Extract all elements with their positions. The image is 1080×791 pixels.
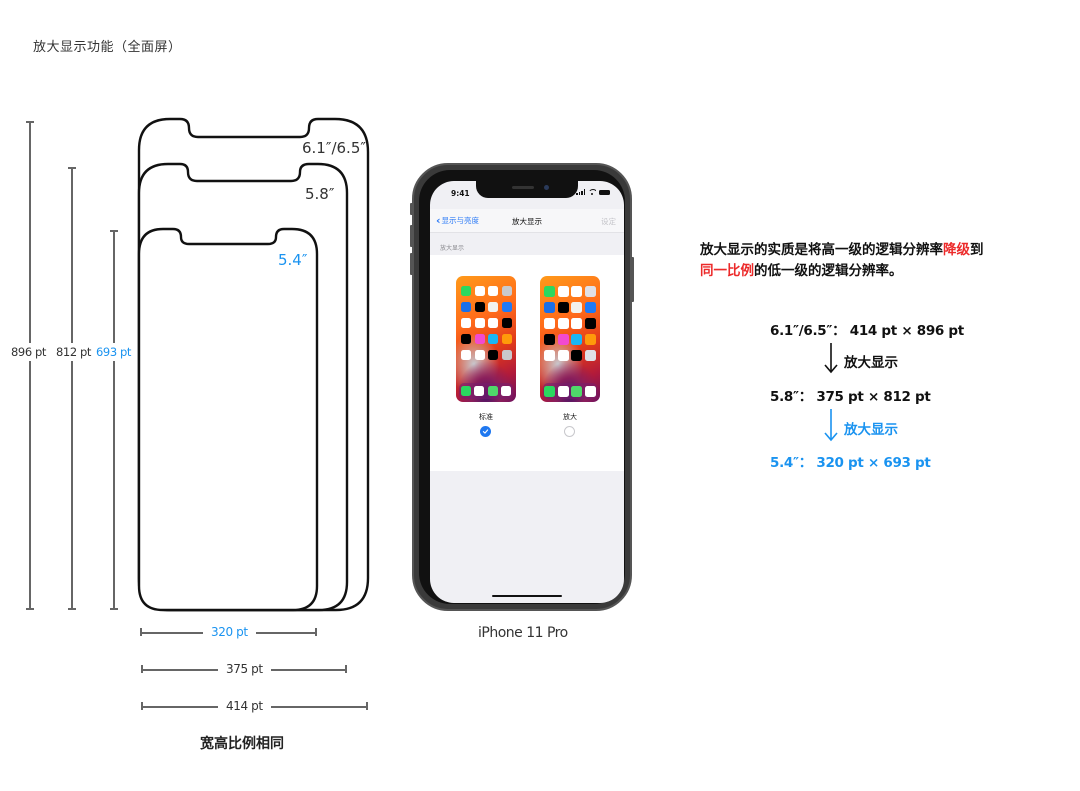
height-label-693: 693 pt [96,343,132,361]
explanation-line-1: 放大显示的实质是将高一级的逻辑分辨率降级到 [700,242,984,258]
camera-icon [544,185,549,190]
radio-zoomed-unselected[interactable] [564,426,575,437]
outline-label-5-8: 5.8″ [305,185,335,203]
outline-5-4 [137,227,319,612]
highlight-downgrade: 降级 [943,242,970,258]
width-label-320: 320 pt [203,625,256,639]
section-label: 放大显示 [440,245,465,252]
iphone-mockup: 9:41 ‹ 显示与亮度 放大显示 设定 放大显示 [412,163,632,611]
explanation-text: 放大显示的实质是将高一级的逻辑分辨率降级到 同一比例的低一级的逻辑分辨率。 [700,240,984,282]
conversion-step-5-8: 5.8″： 375 pt × 812 pt [770,389,931,405]
arrow-label-zoom-2: 放大显示 [844,422,898,438]
aspect-ratio-caption: 宽高比例相同 [200,736,284,752]
zoomed-preview[interactable] [540,276,600,402]
width-label-414: 414 pt [218,699,271,713]
outline-label-5-4: 5.4″ [278,251,308,269]
phone-volume-down-button [410,253,413,275]
highlight-same-ratio: 同一比例 [700,263,754,279]
conversion-step-6-1-6-5: 6.1″/6.5″： 414 pt × 896 pt [770,323,964,339]
chevron-left-icon: ‹ [436,214,441,227]
nav-title: 放大显示 [512,217,542,226]
phone-power-button [631,257,634,302]
nav-back-button[interactable]: ‹ 显示与亮度 [436,215,479,226]
app-icon-grid [544,286,596,361]
option-label-standard: 标准 [479,413,493,421]
explanation-line-2: 同一比例的低一级的逻辑分辨率。 [700,263,903,279]
app-dock [543,383,597,399]
nav-back-label: 显示与亮度 [441,216,480,225]
nav-bar: ‹ 显示与亮度 放大显示 设定 [430,209,624,233]
arrow-down-icon [824,409,838,442]
device-outlines-diagram [137,117,370,612]
app-dock [459,383,513,399]
height-label-812: 812 pt [56,343,92,361]
page-title: 放大显示功能（全面屏） [33,40,182,55]
home-indicator [492,594,562,597]
status-time: 9:41 [451,189,470,198]
standard-preview[interactable] [456,276,516,402]
app-icon-grid [461,286,512,360]
phone-silent-switch [410,203,413,215]
arrow-label-zoom-1: 放大显示 [844,355,898,371]
checkmark-icon [482,429,489,434]
battery-icon [599,189,610,195]
signal-icon [576,189,585,195]
display-zoom-options: 标准 放大 [430,255,624,471]
radio-standard-selected[interactable] [480,426,491,437]
speaker-icon [512,186,534,189]
arrow-down-icon [824,343,838,374]
wifi-icon [588,189,596,195]
status-icons [576,189,610,195]
outline-label-6-1-6-5: 6.1″/6.5″ [302,139,366,157]
phone-notch [476,181,578,198]
conversion-step-5-4: 5.4″： 320 pt × 693 pt [770,455,931,471]
option-label-zoomed: 放大 [563,413,577,421]
height-label-896: 896 pt [11,343,47,361]
phone-model-name: iPhone 11 Pro [478,625,568,641]
phone-volume-up-button [410,225,413,247]
nav-set-button[interactable]: 设定 [601,217,616,226]
width-label-375: 375 pt [218,662,271,676]
phone-screen: 9:41 ‹ 显示与亮度 放大显示 设定 放大显示 [430,181,624,603]
